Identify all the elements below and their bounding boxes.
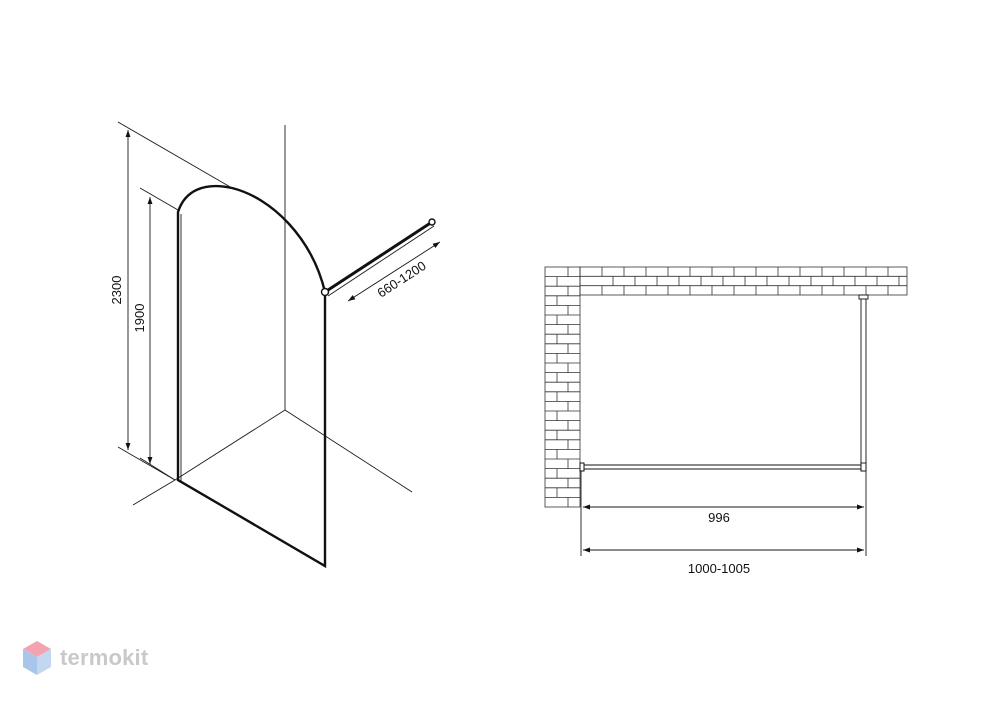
- dim-label-996: 996: [708, 510, 730, 525]
- top-brick-wall: [579, 266, 908, 296]
- dim-label-1900: 1900: [132, 304, 147, 333]
- brand-logo-text: termokit: [60, 645, 149, 670]
- stabilizer-mount-glass: [320, 287, 330, 297]
- ext-line-arch-top: [139, 187, 179, 211]
- ext-line-top: [117, 121, 233, 189]
- plan-stabilizer-bar: [858, 294, 869, 464]
- stabilizer-mount-wall: [428, 218, 436, 226]
- plan-view: 996 1000-1005: [544, 266, 908, 576]
- left-brick-wall: [544, 266, 581, 508]
- dim-label-2300: 2300: [109, 276, 124, 305]
- ext-line-bottom-inner: [139, 457, 176, 481]
- dim-line-660-1200: [347, 241, 441, 302]
- isometric-view: 2300 1900 660-1200: [109, 121, 441, 569]
- floor-front-line: [132, 479, 176, 506]
- brand-logo: termokit: [22, 640, 148, 676]
- glass-panel-outline: [176, 184, 327, 569]
- dim-label-1000-1005: 1000-1005: [688, 561, 750, 576]
- cube-icon: [23, 641, 51, 675]
- floor-line-left: [174, 409, 286, 481]
- floor-line-right: [284, 409, 413, 493]
- plan-glass-panel: [579, 461, 867, 472]
